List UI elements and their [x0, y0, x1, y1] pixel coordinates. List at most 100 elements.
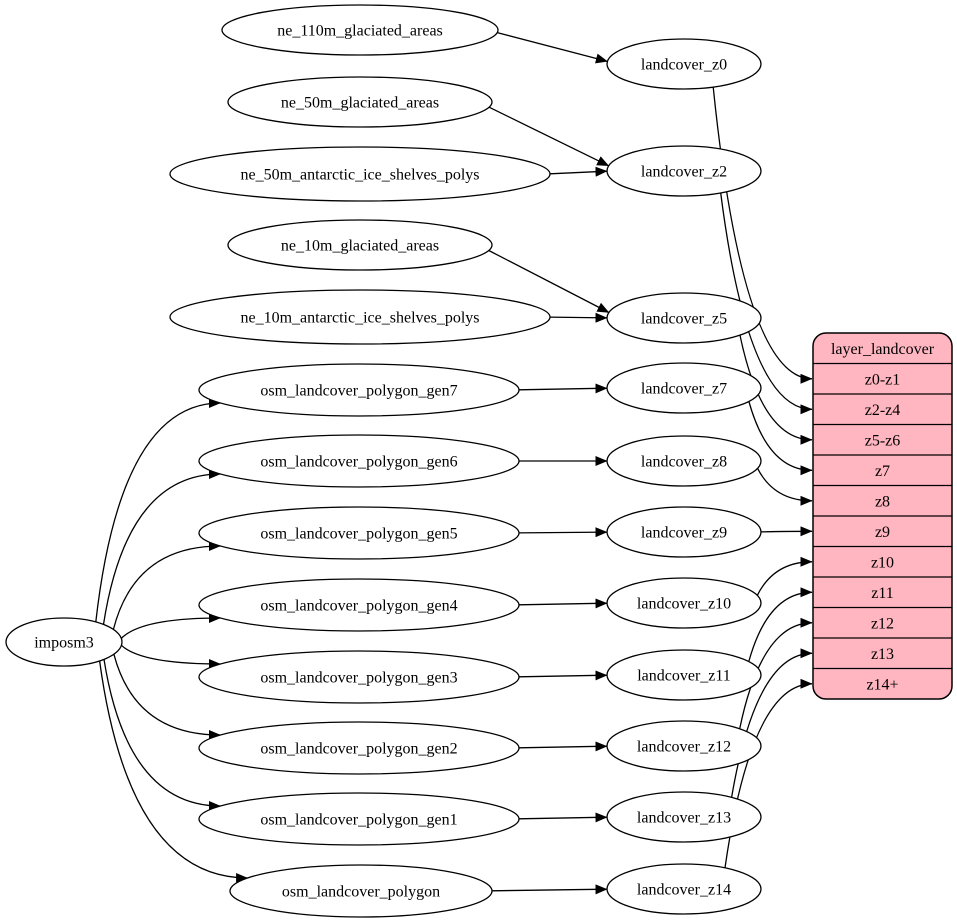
node-label-ne_10m_glaciated_areas: ne_10m_glaciated_areas — [281, 238, 439, 255]
edge-landcover_z10-to-port-z10 — [756, 556, 813, 596]
edge-landcover_z8-to-port-z8 — [757, 468, 813, 506]
node-label-ne_50m_glaciated_areas: ne_50m_glaciated_areas — [281, 95, 439, 112]
table-layer_landcover: layer_landcoverz0-z1z2-z4z5-z6z7z8z9z10z… — [812, 332, 953, 700]
node-osm_landcover_polygon_gen2: osm_landcover_polygon_gen2 — [198, 721, 520, 775]
table-row-z9: z9 — [875, 524, 890, 541]
edge-imposm3-to-osm_landcover_polygon_gen3 — [120, 644, 221, 669]
node-shape-landcover_z13 — [606, 791, 762, 843]
node-shape-landcover_z0 — [606, 38, 762, 90]
node-shape-landcover_z11 — [606, 649, 762, 701]
node-osm_landcover_polygon_gen1: osm_landcover_polygon_gen1 — [198, 792, 520, 846]
node-osm_landcover_polygon_gen5: osm_landcover_polygon_gen5 — [198, 506, 520, 560]
node-osm_landcover_polygon_gen4: osm_landcover_polygon_gen4 — [198, 578, 520, 632]
node-label-landcover_z8: landcover_z8 — [641, 454, 727, 471]
node-shape-osm_landcover_polygon_gen4 — [198, 578, 520, 632]
edge-ne_10m_glaciated_areas-to-landcover_z5 — [488, 249, 610, 314]
node-landcover_z12: landcover_z12 — [606, 720, 762, 772]
table-row-z10: z10 — [871, 554, 894, 571]
node-landcover_z0: landcover_z0 — [606, 38, 762, 90]
edge-landcover_z14-to-port-z14+ — [724, 678, 813, 868]
node-landcover_z9: landcover_z9 — [606, 506, 762, 558]
edge-osm_landcover_polygon_gen3-to-landcover_z11 — [518, 670, 608, 681]
node-label-imposm3: imposm3 — [34, 635, 94, 652]
node-label-osm_landcover_polygon: osm_landcover_polygon — [282, 884, 440, 901]
edge-landcover_z12-to-port-z12 — [739, 617, 813, 729]
node-shape-landcover_z14 — [606, 863, 762, 915]
edge-osm_landcover_polygon-to-landcover_z14 — [491, 884, 608, 895]
table-row-z11: z11 — [871, 585, 894, 602]
edge-ne_10m_antarctic_ice_shelves_polys-to-landcover_z5 — [549, 312, 608, 323]
edge-osm_landcover_polygon_gen2-to-landcover_z12 — [518, 741, 608, 752]
node-ne_10m_glaciated_areas: ne_10m_glaciated_areas — [227, 219, 493, 271]
node-label-osm_landcover_polygon_gen5: osm_landcover_polygon_gen5 — [260, 526, 457, 543]
edge-osm_landcover_polygon_gen7-to-landcover_z7 — [518, 383, 608, 394]
edge-imposm3-to-osm_landcover_polygon_gen1 — [103, 659, 221, 811]
table-row-z12: z12 — [871, 615, 894, 632]
node-shape-landcover_z7 — [606, 362, 762, 414]
node-label-landcover_z7: landcover_z7 — [641, 381, 727, 398]
edge-ne_110m_glaciated_areas-to-landcover_z0 — [497, 31, 608, 64]
node-osm_landcover_polygon_gen7: osm_landcover_polygon_gen7 — [198, 363, 520, 417]
node-shape-osm_landcover_polygon — [229, 864, 493, 918]
table-row-z7: z7 — [875, 463, 890, 480]
node-landcover_z5: landcover_z5 — [606, 292, 762, 344]
node-label-osm_landcover_polygon_gen1: osm_landcover_polygon_gen1 — [260, 812, 457, 829]
node-shape-landcover_z9 — [606, 506, 762, 558]
node-shape-landcover_z8 — [606, 435, 762, 487]
node-label-landcover_z9: landcover_z9 — [641, 525, 727, 542]
node-imposm3: imposm3 — [5, 617, 123, 667]
table-row-z13: z13 — [871, 646, 894, 663]
node-osm_landcover_polygon: osm_landcover_polygon — [229, 864, 493, 918]
edge-osm_landcover_polygon_gen5-to-landcover_z9 — [518, 527, 608, 538]
edge-imposm3-to-osm_landcover_polygon_gen5 — [112, 541, 221, 630]
table-row-z2-z4: z2-z4 — [865, 402, 901, 419]
edge-landcover_z13-to-port-z13 — [730, 648, 813, 798]
node-osm_landcover_polygon_gen6: osm_landcover_polygon_gen6 — [198, 434, 520, 488]
node-shape-osm_landcover_polygon_gen3 — [198, 650, 520, 704]
node-label-osm_landcover_polygon_gen2: osm_landcover_polygon_gen2 — [260, 741, 457, 758]
node-shape-imposm3 — [5, 617, 123, 667]
table-row-z5-z6: z5-z6 — [865, 432, 901, 449]
node-label-ne_10m_antarctic_ice_shelves_polys: ne_10m_antarctic_ice_shelves_polys — [240, 310, 479, 327]
node-label-landcover_z2: landcover_z2 — [641, 164, 727, 181]
node-ne_50m_glaciated_areas: ne_50m_glaciated_areas — [227, 76, 493, 128]
node-ne_10m_antarctic_ice_shelves_polys: ne_10m_antarctic_ice_shelves_polys — [169, 289, 551, 345]
table-row-z14+: z14+ — [866, 676, 898, 693]
node-shape-ne_50m_antarctic_ice_shelves_polys — [169, 146, 551, 202]
node-shape-ne_10m_glaciated_areas — [227, 219, 493, 271]
node-osm_landcover_polygon_gen3: osm_landcover_polygon_gen3 — [198, 650, 520, 704]
node-label-landcover_z12: landcover_z12 — [637, 739, 731, 756]
edge-landcover_z2-to-port-z2-z4 — [720, 192, 813, 415]
node-ne_50m_antarctic_ice_shelves_polys: ne_50m_antarctic_ice_shelves_polys — [169, 146, 551, 202]
node-label-landcover_z0: landcover_z0 — [641, 57, 727, 74]
node-landcover_z11: landcover_z11 — [606, 649, 762, 701]
node-shape-osm_landcover_polygon_gen5 — [198, 506, 520, 560]
node-landcover_z7: landcover_z7 — [606, 362, 762, 414]
node-shape-landcover_z12 — [606, 720, 762, 772]
table-row-z0-z1: z0-z1 — [865, 371, 901, 388]
edge-imposm3-to-osm_landcover_polygon_gen7 — [95, 398, 221, 622]
node-shape-osm_landcover_polygon_gen6 — [198, 434, 520, 488]
node-landcover_z10: landcover_z10 — [606, 577, 762, 629]
node-shape-ne_50m_glaciated_areas — [227, 76, 493, 128]
node-label-osm_landcover_polygon_gen6: osm_landcover_polygon_gen6 — [260, 454, 457, 471]
edge-landcover_z11-to-port-z11 — [748, 587, 813, 662]
edge-landcover_z7-to-port-z7 — [748, 401, 813, 476]
node-shape-osm_landcover_polygon_gen7 — [198, 363, 520, 417]
node-label-osm_landcover_polygon_gen7: osm_landcover_polygon_gen7 — [260, 383, 457, 400]
edge-imposm3-to-osm_landcover_polygon — [98, 660, 249, 883]
edge-ne_50m_antarctic_ice_shelves_polys-to-landcover_z2 — [549, 166, 608, 177]
node-shape-landcover_z2 — [606, 145, 762, 197]
node-shape-landcover_z5 — [606, 292, 762, 344]
table-row-z8: z8 — [875, 493, 890, 510]
node-label-landcover_z13: landcover_z13 — [637, 810, 731, 827]
node-landcover_z8: landcover_z8 — [606, 435, 762, 487]
edge-imposm3-to-osm_landcover_polygon_gen4 — [120, 613, 221, 639]
edge-ne_50m_glaciated_areas-to-landcover_z2 — [488, 106, 610, 167]
node-label-osm_landcover_polygon_gen4: osm_landcover_polygon_gen4 — [260, 598, 457, 615]
node-label-ne_50m_antarctic_ice_shelves_polys: ne_50m_antarctic_ice_shelves_polys — [240, 167, 479, 184]
edge-landcover_z9-to-port-z9 — [760, 526, 813, 537]
edge-osm_landcover_polygon_gen1-to-landcover_z13 — [518, 812, 608, 823]
